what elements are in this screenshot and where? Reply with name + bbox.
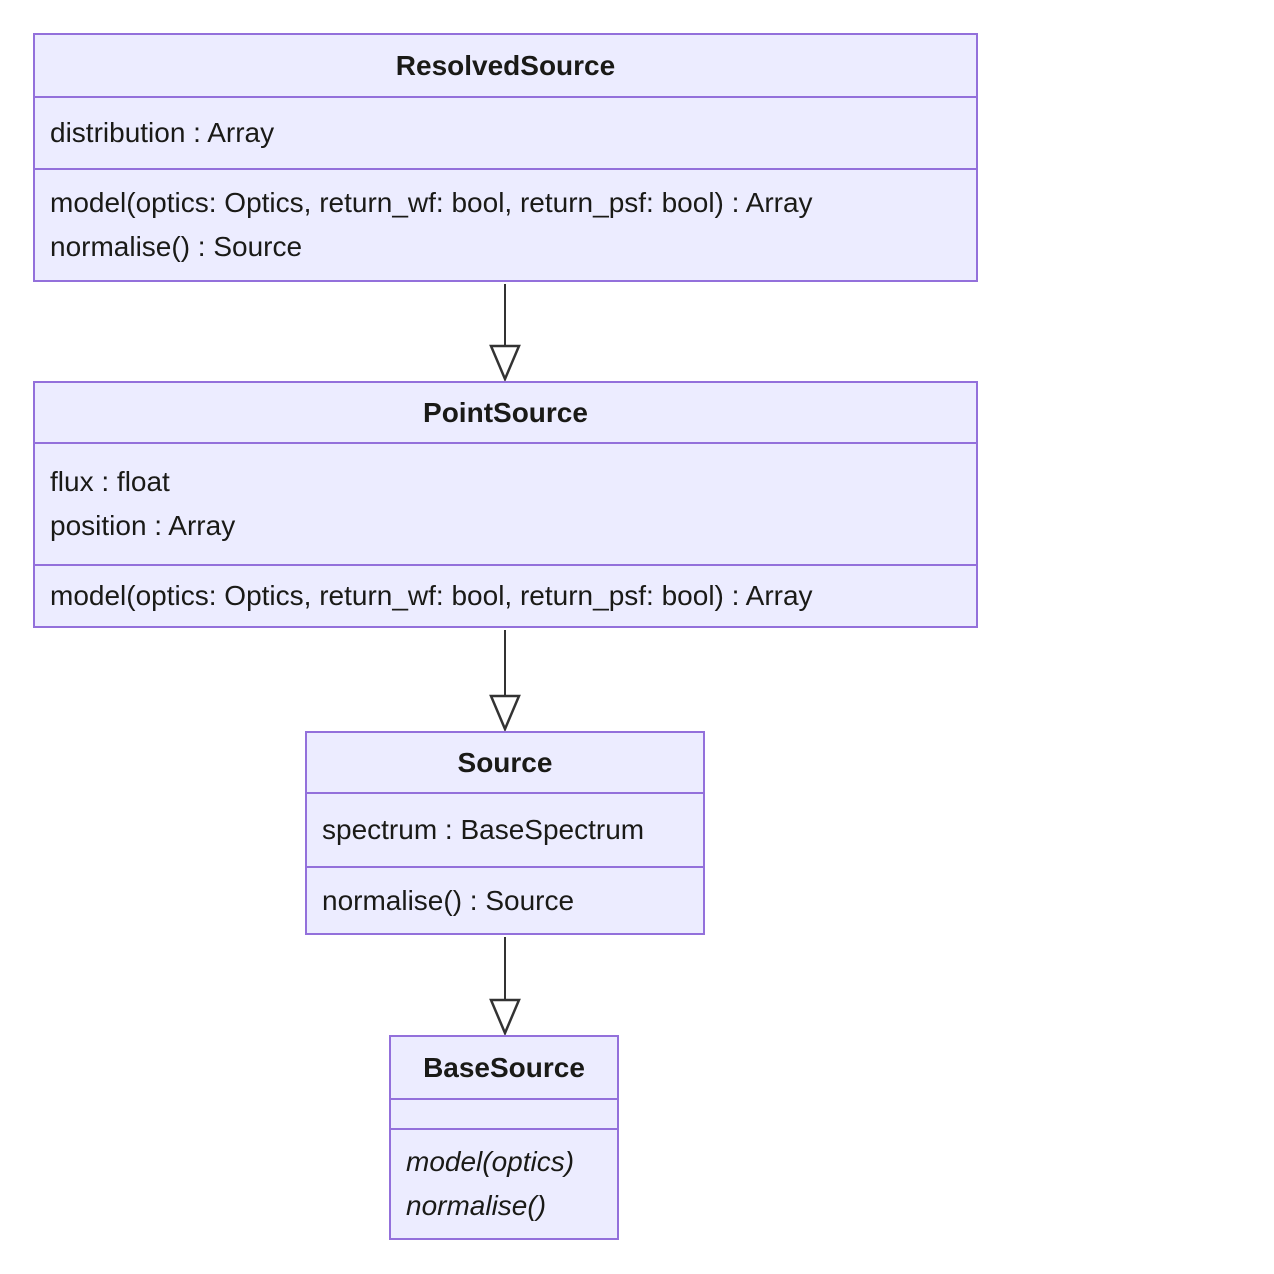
inheritance-arrow-pointsource-source xyxy=(489,630,521,733)
class-node-basesource: BaseSource model(optics) normalise() xyxy=(389,1035,619,1240)
method-line: model(optics: Optics, return_wf: bool, r… xyxy=(50,187,813,218)
method-line: normalise() xyxy=(406,1190,547,1221)
attribute-line: distribution : Array xyxy=(50,117,275,148)
class-node-pointsource: PointSource flux : float position : Arra… xyxy=(33,381,978,628)
method-line: normalise() : Source xyxy=(50,231,303,262)
class-attributes-section: spectrum : BaseSpectrum xyxy=(307,792,703,866)
class-attributes-section: flux : float position : Array xyxy=(35,442,976,564)
class-title: BaseSource xyxy=(423,1051,585,1083)
class-node-source: Source spectrum : BaseSpectrum normalise… xyxy=(305,731,705,935)
class-attributes-section: distribution : Array xyxy=(35,96,976,168)
method-line: model(optics) xyxy=(406,1146,575,1177)
inheritance-arrow-source-basesource xyxy=(489,937,521,1037)
attribute-line: position : Array xyxy=(50,510,236,541)
attribute-line: spectrum : BaseSpectrum xyxy=(322,814,645,845)
method-line: normalise() : Source xyxy=(322,884,575,916)
inheritance-arrow-resolvedsource-pointsource xyxy=(489,284,521,383)
class-methods-section: model(optics) normalise() xyxy=(391,1128,617,1238)
method-line: model(optics: Optics, return_wf: bool, r… xyxy=(50,580,813,611)
class-methods-section: model(optics: Optics, return_wf: bool, r… xyxy=(35,564,976,626)
class-attributes-section-empty xyxy=(391,1098,617,1128)
class-node-resolvedsource: ResolvedSource distribution : Array mode… xyxy=(33,33,978,282)
class-title: PointSource xyxy=(423,396,588,428)
class-title: Source xyxy=(457,746,553,778)
class-methods-section: model(optics: Optics, return_wf: bool, r… xyxy=(35,168,976,280)
class-title: ResolvedSource xyxy=(395,49,616,81)
attribute-line: flux : float xyxy=(50,466,170,497)
class-methods-section: normalise() : Source xyxy=(307,866,703,933)
